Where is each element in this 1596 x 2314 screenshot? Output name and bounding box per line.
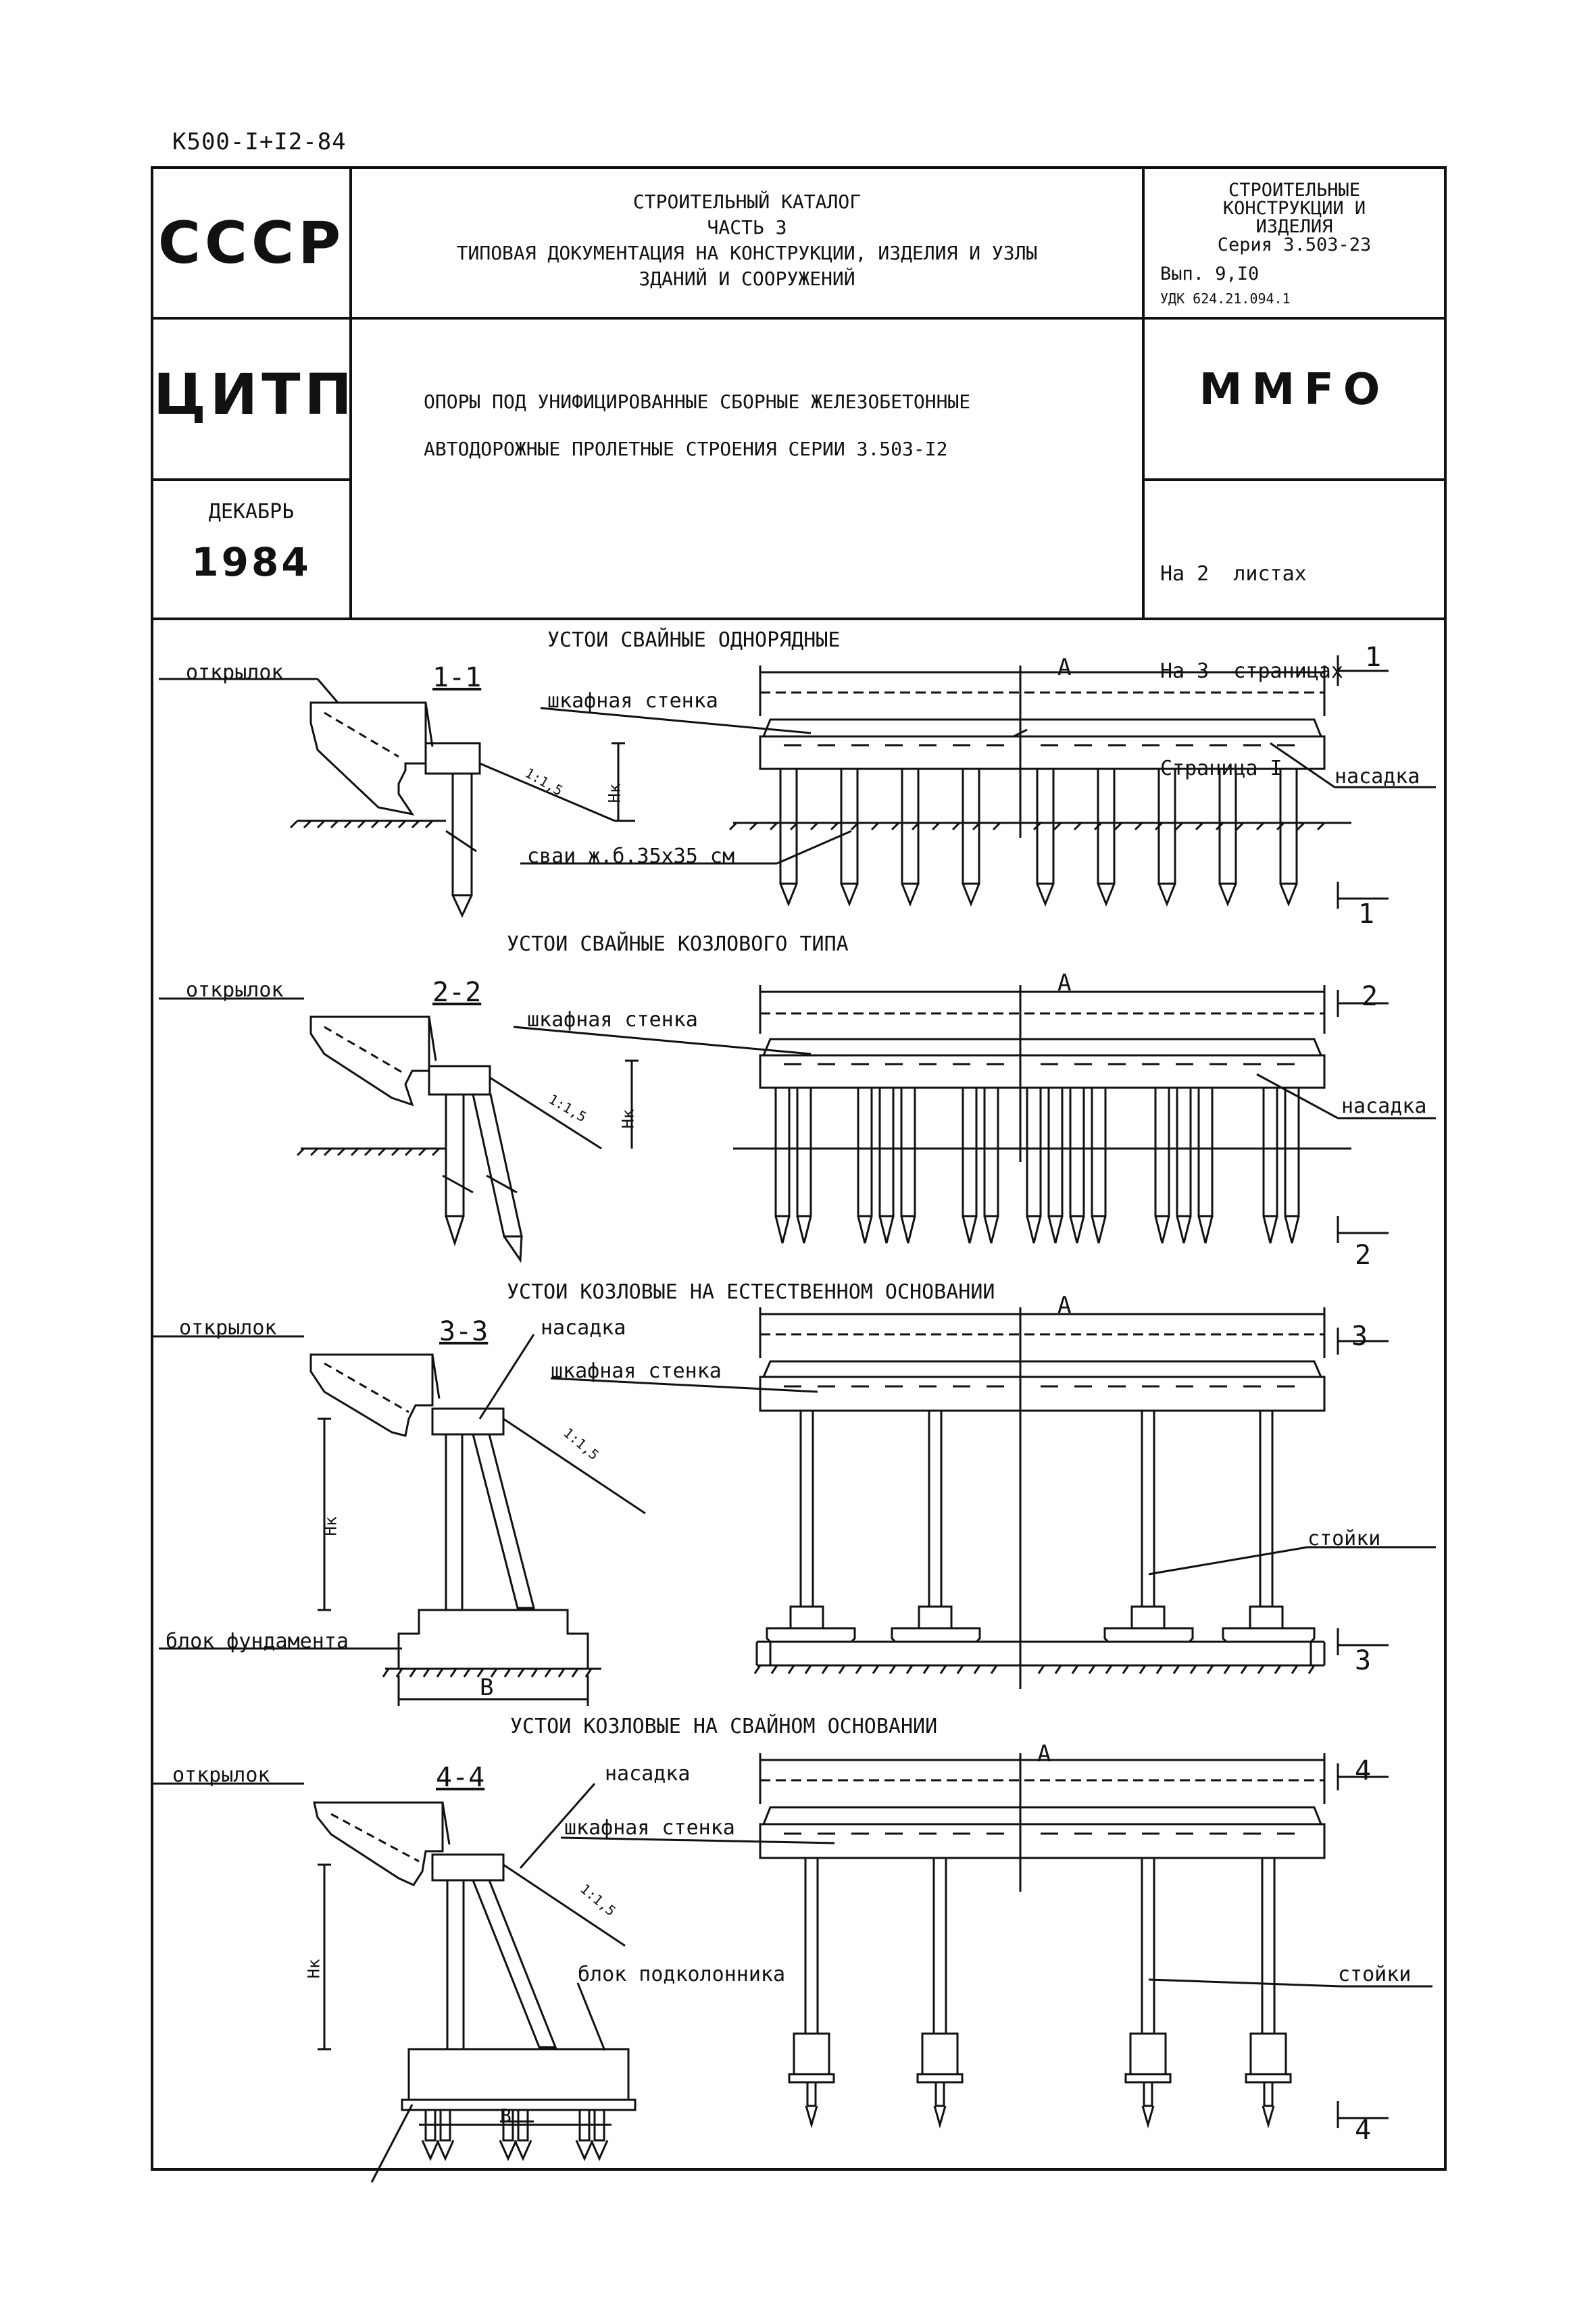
- section-3-marker-top: 3: [1351, 1321, 1368, 1352]
- header-date-year: 1984: [191, 539, 311, 585]
- header-vline-1: [349, 169, 352, 618]
- section-3-leaders: [159, 1334, 1436, 1650]
- section-2-label-backwall: шкафная стенка: [527, 1008, 698, 1032]
- catalog-line: ТИПОВАЯ ДОКУМЕНТАЦИЯ НА КОНСТРУКЦИИ, ИЗД…: [456, 242, 1038, 264]
- section-3-facade: [753, 1307, 1389, 1689]
- section-4-label-cap: насадка: [605, 1762, 691, 1786]
- section-3-cross-section: [152, 1335, 646, 1706]
- header-divider-1: [153, 317, 1444, 320]
- section-2-dim-a: A: [1057, 970, 1072, 997]
- section-4-label-posts: стойки: [1338, 1963, 1412, 1986]
- section-1-label-cap: насадка: [1335, 765, 1420, 788]
- section-1-label-wing: открылок: [186, 661, 284, 684]
- series-block: СТРОИТЕЛЬНЫЕ КОНСТРУКЦИИ И ИЗДЕЛИЯ Серия…: [1145, 181, 1444, 254]
- header-date-month: ДЕКАБРЬ: [208, 500, 295, 524]
- section-4-title: УСТОИ КОЗЛОВЫЕ НА СВАЙНОМ ОСНОВАНИИ: [510, 1715, 938, 1738]
- catalog-title-block: СТРОИТЕЛЬНЫЙ КАТАЛОГ ЧАСТЬ 3 ТИПОВАЯ ДОК…: [352, 189, 1142, 292]
- section-3-marker-bottom: 3: [1355, 1645, 1372, 1676]
- section-1-cut-label: 1-1: [432, 662, 482, 693]
- section-1-label-backwall: шкафная стенка: [547, 689, 718, 713]
- section-1-title: УСТОИ СВАЙНЫЕ ОДНОРЯДНЫЕ: [547, 628, 841, 652]
- series-line: Серия 3.503-23: [1217, 234, 1372, 255]
- section-2-leaders: [513, 1026, 1436, 1120]
- udk-line: УДК 624.21.094.1: [1160, 291, 1291, 307]
- section-2-cross-section: [159, 997, 639, 1263]
- section-3-dim-b: B: [480, 1674, 494, 1701]
- section-2-marker-bottom: 2: [1355, 1240, 1372, 1271]
- series-line: СТРОИТЕЛЬНЫЕ: [1228, 180, 1361, 201]
- series-line: КОНСТРУКЦИИ И: [1222, 198, 1366, 219]
- header-divider-2: [153, 618, 1444, 620]
- doc-cipher: MMFO: [1199, 365, 1390, 415]
- catalog-line: ЗДАНИЙ И СООРУЖЕНИЙ: [639, 268, 855, 290]
- section-4-marker-top: 4: [1355, 1755, 1372, 1786]
- section-2-facade: [733, 985, 1389, 1244]
- series-line: ИЗДЕЛИЯ: [1255, 216, 1333, 237]
- section-3-dim-a: A: [1057, 1292, 1072, 1319]
- section-4-label-backwall: шкафная стенка: [564, 1816, 735, 1840]
- section-1-marker-bottom: 1: [1358, 899, 1375, 930]
- section-2-marker-top: 2: [1362, 981, 1378, 1012]
- section-4-facade: [759, 1753, 1389, 2129]
- section-2-label-cap: насадка: [1341, 1095, 1427, 1118]
- section-3-label-cap: насадка: [541, 1316, 626, 1340]
- document-title-line: ОПОРЫ ПОД УНИФИЦИРОВАННЫЕ СБОРНЫЕ ЖЕЛЕЗО…: [424, 391, 971, 413]
- section-1-marker-top: 1: [1365, 642, 1382, 673]
- section-4-leaders: [370, 1783, 1432, 2183]
- section-3-cut-label: 3-3: [439, 1316, 489, 1347]
- section-1-dim-a: A: [1057, 654, 1072, 681]
- section-4-marker-bottom: 4: [1355, 2115, 1372, 2146]
- document-code: К500-I+I2-84: [172, 128, 347, 155]
- catalog-line: ЧАСТЬ 3: [707, 216, 787, 238]
- document-title-block: ОПОРЫ ПОД УНИФИЦИРОВАННЫЕ СБОРНЫЕ ЖЕЛЕЗО…: [424, 378, 970, 473]
- document-title-line: АВТОДОРОЖНЫЕ ПРОЛЕТНЫЕ СТРОЕНИЯ СЕРИИ 3.…: [424, 438, 948, 460]
- section-2-cut-label: 2-2: [432, 977, 482, 1008]
- section-1-facade: [728, 655, 1389, 909]
- header-citp: ЦИТП: [153, 361, 356, 428]
- header-divider-left: [153, 478, 349, 481]
- drawing-frame: СССР ЦИТП ДЕКАБРЬ 1984 СТРОИТЕЛЬНЫЙ КАТА…: [151, 166, 1447, 2171]
- header-vline-2: [1142, 169, 1145, 618]
- section-4-label-column-block: блок подколонника: [578, 1963, 786, 1986]
- header-ussr: СССР: [157, 209, 345, 277]
- section-4-cut-label: 4-4: [436, 1762, 485, 1793]
- section-2-title: УСТОИ СВАЙНЫЕ КОЗЛОВОГО ТИПА: [507, 932, 849, 956]
- section-4-cross-section: [152, 1782, 637, 2161]
- sheets-line: На 2 листах: [1160, 562, 1307, 586]
- issue-line: Вып. 9,I0: [1160, 263, 1260, 284]
- section-3-title: УСТОИ КОЗЛОВЫЕ НА ЕСТЕСТВЕННОМ ОСНОВАНИИ: [507, 1280, 995, 1304]
- section-1-cross-section: [166, 678, 635, 918]
- header-divider-right: [1142, 478, 1444, 481]
- catalog-line: СТРОИТЕЛЬНЫЙ КАТАЛОГ: [632, 191, 862, 213]
